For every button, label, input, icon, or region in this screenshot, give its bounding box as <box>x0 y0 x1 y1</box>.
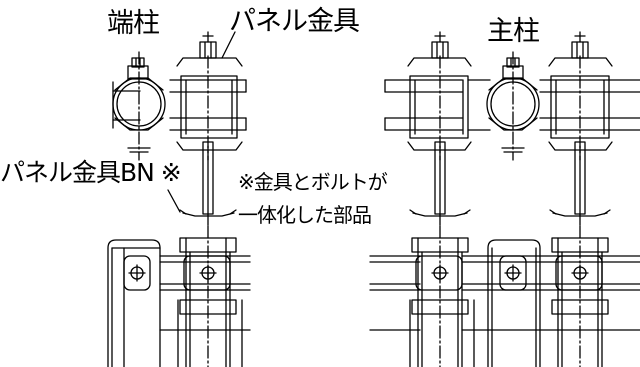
end-post-label: 端柱 <box>107 8 160 39</box>
main-post-label: 主柱 <box>487 16 540 47</box>
end-post-elevation <box>107 225 251 367</box>
panel-bracket-left <box>169 31 247 161</box>
main-post-assembly <box>467 51 540 161</box>
main-post-elevation <box>369 225 640 367</box>
bolt-bn-right-a <box>409 141 471 226</box>
note-line-2: 一体化した部品 <box>238 203 372 227</box>
note-line-1: ※金具とボルトが <box>238 170 388 194</box>
bolt-bn-left <box>179 141 237 226</box>
panel-bracket-bn-label: パネル金具BN ※ <box>0 158 182 187</box>
end-post-assembly <box>112 51 166 161</box>
panel-bracket-right-b <box>539 31 640 161</box>
panel-bracket-right-a <box>384 31 472 161</box>
bolt-bn-right-b <box>549 141 611 226</box>
panel-bracket-label: パネル金具 <box>229 6 360 37</box>
